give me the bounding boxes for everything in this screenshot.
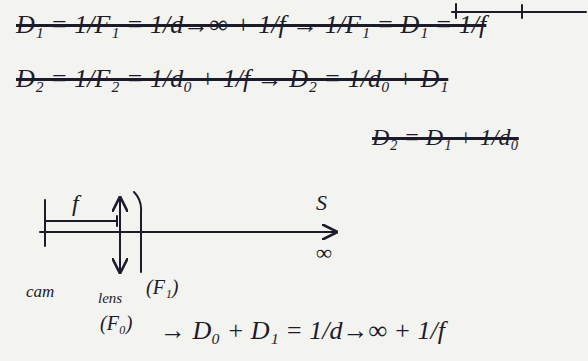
camera-note: cam: [26, 282, 54, 302]
crossed-equation: D₂ = 1/F₂ = 1/d₀ + 1/f → D₂ = 1/d₀ + D₁: [16, 64, 448, 94]
lens-note: lens: [98, 290, 122, 307]
crossed-equation: D₁ = 1/F₁ = 1/d→∞ + 1/f → 1/F₁ = D₁ = 1/…: [16, 10, 486, 40]
infinity-label: ∞: [316, 240, 332, 265]
focal-label: (F₁): [146, 276, 179, 299]
focal-bracket: [45, 216, 117, 226]
focal-length-label: f: [72, 190, 79, 218]
lens-arrow: [119, 198, 121, 272]
axis-label: S: [316, 190, 327, 215]
result-equation: → D₀ + D₁ = 1/d→∞ + 1/f: [160, 316, 445, 346]
optical-axis: [40, 231, 336, 233]
second-lens-line: [134, 192, 141, 272]
focal-label: (F₀): [100, 312, 133, 335]
crossed-equation: D₂ = D₁ + 1/d₀: [372, 124, 519, 152]
